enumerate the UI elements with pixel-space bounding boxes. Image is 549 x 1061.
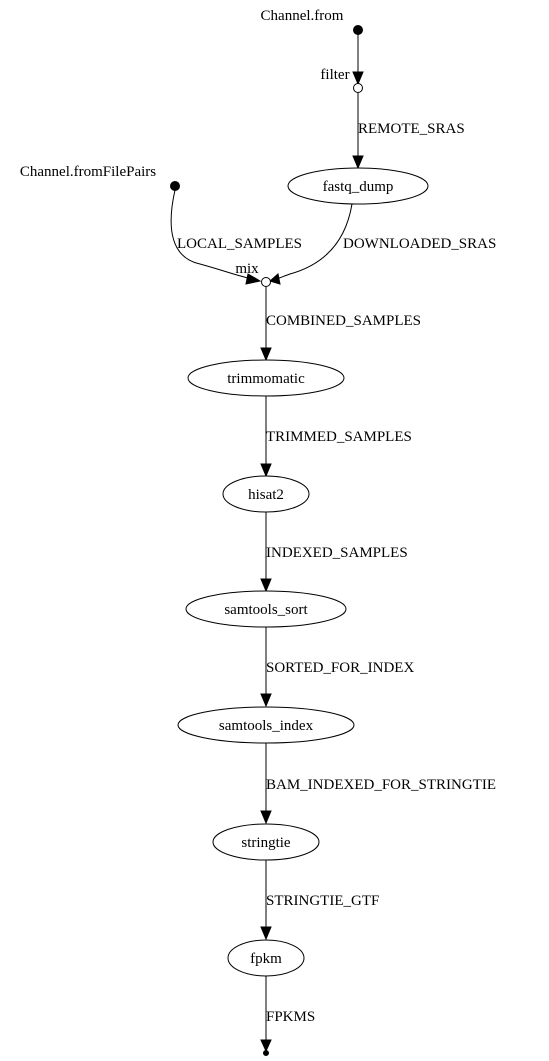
channel-label-fpkms: FPKMS xyxy=(266,1009,315,1025)
channel-label-downloaded-sras: DOWNLOADED_SRAS xyxy=(343,236,496,252)
source-node-channel-from xyxy=(353,25,363,35)
channel-label-stringtie-gtf: STRINGTIE_GTF xyxy=(266,893,379,909)
channel-label-bam-indexed-for-stringtie: BAM_INDEXED_FOR_STRINGTIE xyxy=(266,777,496,793)
channel-label-combined-samples: COMBINED_SAMPLES xyxy=(266,313,421,329)
channel-label-trimmed-samples: TRIMMED_SAMPLES xyxy=(266,429,412,445)
operator-label-filter: filter xyxy=(320,67,349,83)
channel-label-sorted-for-index: SORTED_FOR_INDEX xyxy=(266,660,414,676)
process-label-trimmomatic: trimmomatic xyxy=(227,371,305,387)
arrowhead-output xyxy=(260,1039,272,1053)
channel-label-local-samples: LOCAL_SAMPLES xyxy=(177,236,302,252)
process-label-samtools-index: samtools_index xyxy=(219,718,314,734)
operator-node-mix xyxy=(261,277,271,287)
operator-node-filter xyxy=(353,83,363,93)
process-label-stringtie: stringtie xyxy=(241,835,291,851)
source-label-channel-from-file-pairs: Channel.fromFilePairs xyxy=(20,164,156,180)
arrowhead-samtools-index xyxy=(260,693,272,708)
source-label-channel-from: Channel.from xyxy=(261,8,344,24)
arrowhead-hisat2 xyxy=(260,463,272,478)
process-label-hisat2: hisat2 xyxy=(248,487,284,503)
process-label-fpkm: fpkm xyxy=(250,951,282,967)
arrowhead-samtools-sort xyxy=(260,578,272,593)
arrowhead-fpkm xyxy=(260,926,272,941)
arrowhead-mix-right xyxy=(268,273,281,285)
arrowhead-stringtie xyxy=(260,810,272,825)
channel-label-indexed-samples: INDEXED_SAMPLES xyxy=(266,545,408,561)
process-node-fastq-dump xyxy=(287,167,429,205)
source-node-channel-from-file-pairs xyxy=(170,181,180,191)
arrowhead-mix-left xyxy=(245,273,262,285)
sink-node-output xyxy=(263,1050,269,1056)
process-label-fastq-dump: fastq_dump xyxy=(323,179,394,195)
arrowhead-trimmomatic xyxy=(260,347,272,362)
operator-label-mix: mix xyxy=(235,261,259,277)
channel-label-remote-sras: REMOTE_SRAS xyxy=(358,121,465,137)
edge-downloaded-sras-to-mix xyxy=(275,203,353,280)
arrowhead-fastq-dump xyxy=(352,155,364,170)
arrowhead-filter xyxy=(352,71,364,86)
edge-local-samples-to-mix xyxy=(170,189,253,280)
process-label-samtools-sort: samtools_sort xyxy=(224,602,308,618)
